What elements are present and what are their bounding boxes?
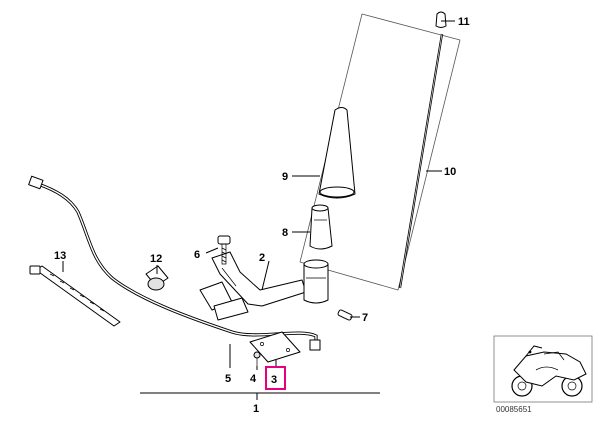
part-antenna-bracket[interactable]	[199, 251, 329, 321]
motorcycle-icon	[511, 345, 587, 397]
part-cable-tie[interactable]	[29, 265, 121, 327]
part-sleeve[interactable]	[309, 204, 333, 250]
overview-thumbnail[interactable]: 00085651	[493, 335, 593, 414]
part-antenna-cable[interactable]	[28, 175, 321, 351]
part-screw[interactable]	[217, 235, 231, 265]
thumbnail-code: 00085651	[496, 405, 532, 414]
part-base-plate[interactable]	[249, 331, 301, 363]
highlight-box	[265, 366, 286, 390]
callout-2[interactable]: 2	[259, 252, 265, 264]
callout-13[interactable]: 13	[54, 250, 66, 262]
callout-4[interactable]: 4	[250, 373, 257, 385]
part-rod-tip-cap[interactable]	[435, 11, 447, 28]
antenna-mast-panel	[299, 13, 461, 291]
callout-6[interactable]: 6	[194, 249, 200, 261]
highlighted-callout-3[interactable]: 3	[265, 366, 286, 390]
callout-1[interactable]: 1	[253, 403, 259, 415]
callout-9[interactable]: 9	[282, 171, 288, 183]
callout-5[interactable]: 5	[225, 373, 231, 385]
part-antenna-boot[interactable]	[318, 107, 356, 199]
callout-labels: 9 10 8 11 2 6 12 13 7 5 4 1	[54, 16, 470, 415]
leader-lines	[62, 20, 455, 400]
part-fastener[interactable]	[337, 309, 353, 321]
part-small-screw[interactable]	[253, 351, 261, 366]
callout-7[interactable]: 7	[362, 312, 368, 324]
callout-11[interactable]: 11	[458, 16, 470, 28]
callout-3[interactable]: 3	[271, 374, 277, 386]
callout-10[interactable]: 10	[444, 166, 456, 178]
part-antenna-rod[interactable]	[398, 33, 444, 289]
callout-12[interactable]: 12	[150, 253, 162, 265]
callout-8[interactable]: 8	[282, 227, 288, 239]
part-grommet[interactable]	[145, 265, 169, 291]
